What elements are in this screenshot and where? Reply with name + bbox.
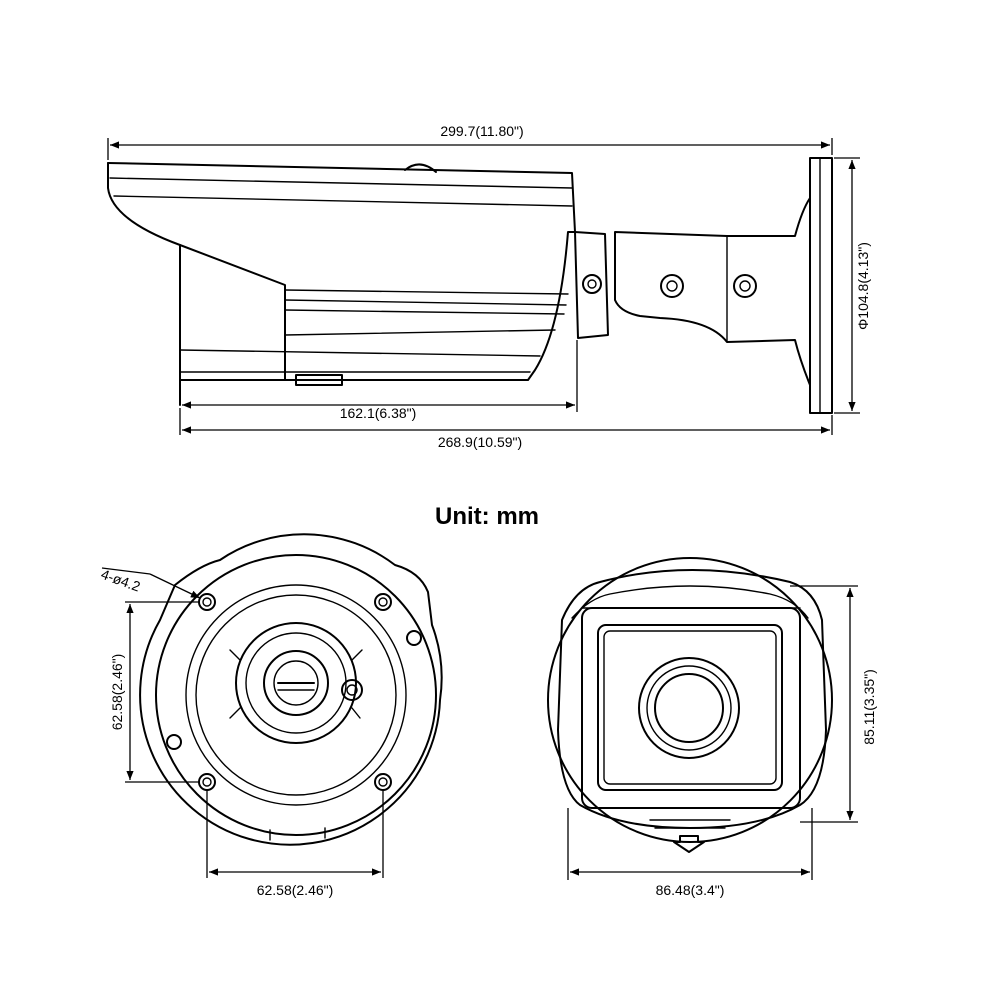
unit-label: Unit: mm: [435, 503, 539, 530]
camera-housing: [107, 162, 576, 406]
vertical-spacing-label: 62.58(2.46"): [109, 654, 125, 731]
front-dimensions: [567, 585, 858, 880]
front-view: 86.48(3.4") 85.11(3.35"): [547, 557, 877, 898]
side-dimensions: [107, 138, 860, 435]
mounting-hole-top-left: [198, 593, 216, 611]
overall-length-label: 299.7(11.80"): [440, 123, 523, 139]
base-dimensions: [101, 567, 384, 878]
horizontal-spacing-label: 62.58(2.46"): [257, 882, 334, 898]
mounting-hole-bottom-left: [198, 773, 216, 791]
base-view: 4-ø4.2 62.58(2.46") 62.58(2.46"): [99, 533, 443, 898]
body-length-label: 162.1(6.38"): [340, 405, 417, 421]
width-label: 86.48(3.4"): [656, 882, 725, 898]
mounting-hole-bottom-right: [374, 773, 392, 791]
height-label: 85.11(3.35"): [861, 669, 877, 745]
side-view: 299.7(11.80") 162.1(6.38") 268.9(10.59")…: [107, 123, 871, 450]
mounting-hole-top-right: [374, 593, 392, 611]
base-diameter-label: Φ104.8(4.13"): [855, 242, 871, 330]
mount-bracket: [574, 157, 833, 414]
base-plate: [139, 533, 443, 846]
front-housing: [547, 557, 833, 853]
mount-length-label: 268.9(10.59"): [438, 434, 522, 450]
